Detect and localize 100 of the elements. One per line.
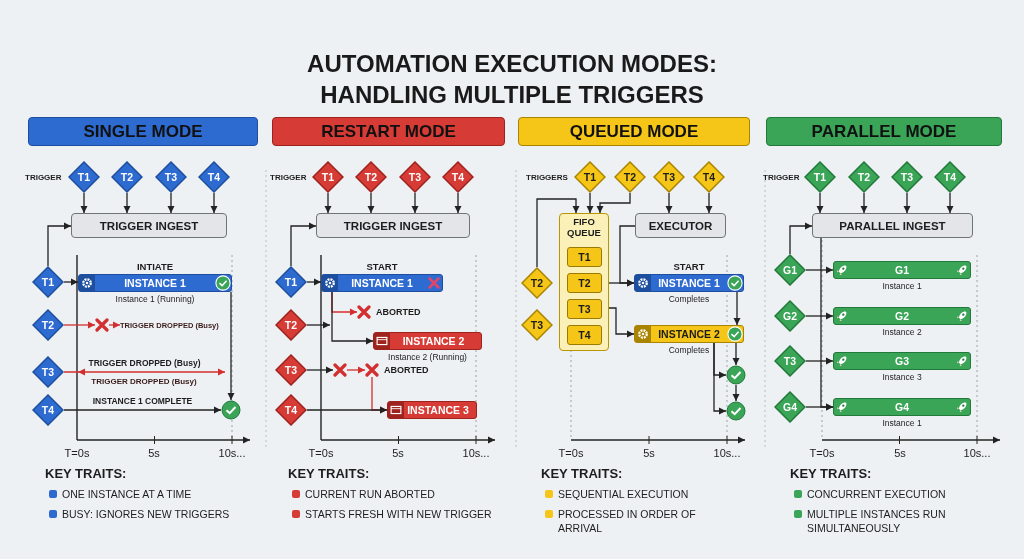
- bar-label: INSTANCE 3: [406, 404, 470, 416]
- trigger-diamond: G2: [774, 300, 806, 332]
- instance-bar: [833, 261, 971, 279]
- section-heading: KEY TRAITS:: [45, 466, 127, 481]
- tick-label: 10s...: [462, 447, 490, 459]
- bar-label: G3: [894, 355, 910, 367]
- trigger-diamond: T3: [275, 354, 307, 386]
- tick-label: T=0s: [64, 447, 90, 459]
- arrow: [290, 222, 317, 267]
- trigger-diamond: T1: [312, 161, 344, 193]
- tick-label: 5s: [148, 447, 160, 459]
- arrow: [454, 192, 462, 214]
- instance-bar: [78, 274, 232, 292]
- arrow: [63, 368, 226, 376]
- arrow: [805, 312, 834, 320]
- bar-caption: Instance 1: [882, 281, 922, 291]
- check-circle: [726, 401, 746, 421]
- cross-mark: [365, 363, 379, 377]
- trigger-diamond: T4: [275, 394, 307, 426]
- trigger-diamond: G4: [774, 391, 806, 423]
- bar-caption: Instance 2: [882, 327, 922, 337]
- trigger-diamond: T1: [32, 266, 64, 298]
- axis-label: TRIGGER: [763, 172, 800, 182]
- section-heading: KEY TRAITS:: [288, 466, 370, 481]
- instance-bar: [321, 274, 443, 292]
- trait-text: MULTIPLE INSTANCES RUN SIMULTANEOUSLY: [807, 507, 947, 535]
- bar-caption: Instance 2 (Running): [388, 352, 467, 362]
- queue-panel: [559, 213, 609, 351]
- arrow: [367, 192, 375, 214]
- trait-text: PROCESSED IN ORDER OF ARRIVAL: [558, 507, 697, 535]
- arrow: [536, 198, 580, 268]
- trigger-diamond: T3: [891, 161, 923, 193]
- edge-label: INSTANCE 1 COMPLETE: [90, 396, 195, 406]
- arrow: [108, 321, 121, 329]
- arrow: [789, 222, 813, 255]
- trigger-diamond: T2: [111, 161, 143, 193]
- axis-label: TRIGGER: [25, 172, 62, 182]
- arrow: [805, 357, 834, 365]
- arrow: [167, 192, 175, 214]
- process-box: PARALLEL INGEST: [812, 213, 973, 238]
- arrow: [80, 192, 88, 214]
- phase-label: INTIATE: [136, 261, 174, 272]
- check-circle: [726, 365, 746, 385]
- process-box: EXECUTOR: [635, 213, 726, 238]
- bar-label: G4: [894, 401, 910, 413]
- trigger-diamond: T3: [653, 161, 685, 193]
- trigger-diamond: T4: [934, 161, 966, 193]
- trigger-diamond: T4: [442, 161, 474, 193]
- bar-label: G1: [894, 264, 910, 276]
- mode-header: SINGLE MODE: [28, 117, 258, 146]
- tick-label: 10s...: [218, 447, 246, 459]
- arrow: [306, 321, 331, 329]
- instance-bar: [387, 401, 477, 419]
- bar-caption: Completes: [668, 294, 710, 304]
- arrow: [860, 192, 868, 214]
- mode-header: RESTART MODE: [272, 117, 505, 146]
- trigger-diamond: T1: [68, 161, 100, 193]
- arrow: [816, 192, 824, 214]
- phase-label: START: [366, 261, 398, 272]
- arrow: [733, 291, 741, 326]
- trigger-diamond: G1: [774, 254, 806, 286]
- arrow: [713, 342, 727, 415]
- bar-label: INSTANCE 1: [123, 277, 187, 289]
- bar-label: G2: [894, 310, 910, 322]
- tick-label: 5s: [392, 447, 404, 459]
- trigger-diamond: T1: [275, 266, 307, 298]
- trigger-diamond: T2: [521, 267, 553, 299]
- bar-caption: Completes: [668, 345, 710, 355]
- trait-text: ONE INSTANCE AT A TIME: [62, 487, 193, 501]
- trigger-diamond: T4: [32, 394, 64, 426]
- tick-label: T=0s: [558, 447, 584, 459]
- arrow: [306, 366, 334, 374]
- status-label: ABORTED: [384, 365, 429, 375]
- tick-label: 10s...: [963, 447, 991, 459]
- arrow: [732, 384, 740, 402]
- cross-mark: [357, 305, 371, 319]
- arrow: [306, 406, 388, 414]
- queue-item: T4: [567, 325, 602, 345]
- arrow: [227, 291, 235, 401]
- trigger-diamond: T3: [774, 345, 806, 377]
- arrow: [47, 222, 72, 267]
- trait-text: BUSY: IGNORES NEW TRIGGERS: [62, 507, 231, 521]
- arrow: [586, 192, 594, 214]
- bar-caption: Instance 1 (Running): [115, 294, 195, 304]
- trait-text: CONCURRENT EXECUTION: [807, 487, 947, 501]
- arrow: [946, 192, 954, 214]
- tick-label: T=0s: [809, 447, 835, 459]
- tick-label: T=0s: [308, 447, 334, 459]
- trigger-diamond: T3: [399, 161, 431, 193]
- tick-label: 10s...: [713, 447, 741, 459]
- instance-bar: [634, 274, 744, 292]
- tick-label: 5s: [894, 447, 906, 459]
- bar-caption: Instance 3: [882, 372, 922, 382]
- trigger-diamond: T3: [521, 309, 553, 341]
- bar-label: INSTANCE 2: [401, 335, 466, 347]
- instance-bar: [833, 307, 971, 325]
- bar-label: INSTANCE 1: [350, 277, 414, 289]
- arrow: [903, 192, 911, 214]
- trait-text: STARTS FRESH WITH NEW TRIGGER: [305, 507, 493, 521]
- arrow: [596, 192, 631, 214]
